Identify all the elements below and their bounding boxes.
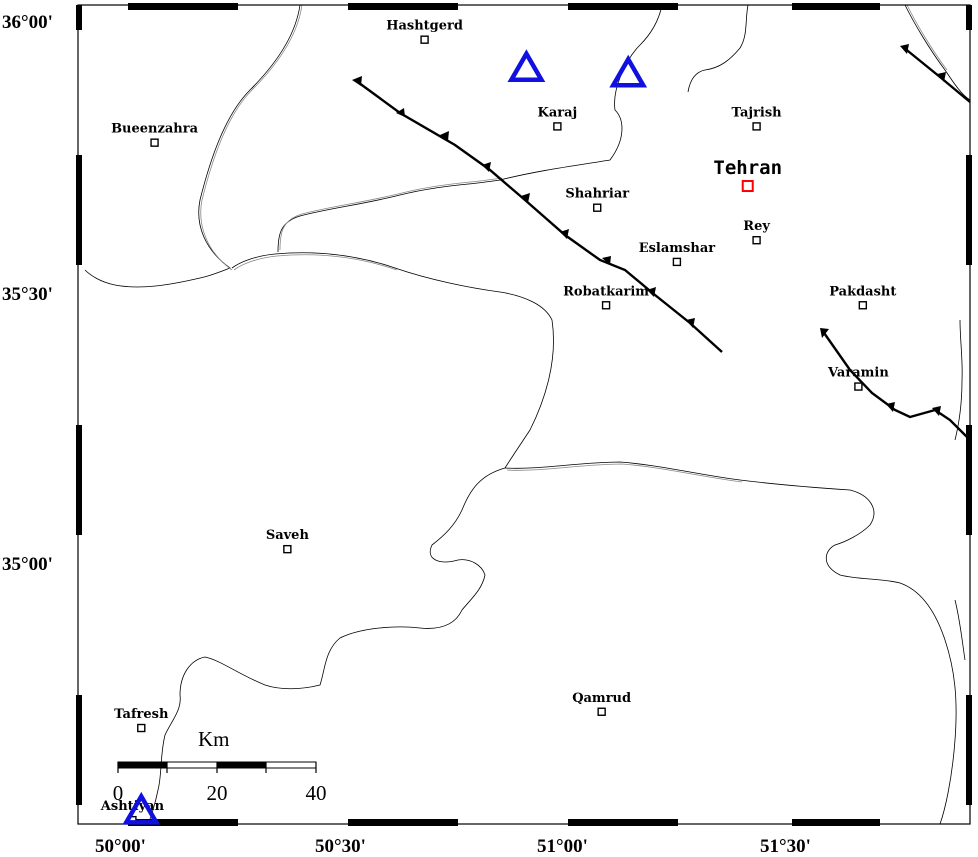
lat-label-35-00: 35°00' [2,554,53,575]
city-marker [420,35,429,44]
city-label: Hashtgerd [386,19,463,34]
scale-bar: Km 0 20 40 [113,727,327,805]
lon-label-50-00: 50°00' [95,836,146,857]
city-shahriar: Shahriar [565,187,629,212]
city-tafresh: Tafresh [114,707,169,733]
city-label: Tafresh [114,707,169,722]
station-triangle-icon [609,54,648,88]
city-tajrish: Tajrish [732,105,783,131]
city-label: Saveh [266,528,310,543]
city-eslamshar: Eslamshar [639,241,716,267]
city-bueenzahra: Bueenzahra [111,122,199,147]
city-label: Varamin [827,366,889,381]
city-marker [137,723,146,733]
city-marker [601,301,611,310]
city-varamin: Varamin [827,366,889,391]
scale-bar-title: Km [198,727,230,751]
province-boundaries [84,4,971,825]
city-marker [593,203,602,212]
city-label: Shahriar [565,187,629,202]
capital-label: Tehran [713,157,782,179]
city-karaj: Karaj [538,105,578,131]
station-triangle-icon [507,49,546,83]
map-frame [76,3,972,826]
lon-label-51-00: 51°00' [537,836,588,857]
city-marker [553,122,562,131]
city-hashtgerd: Hashtgerd [386,19,463,44]
station-markers [122,49,648,825]
city-label: Pakdasht [829,284,896,299]
capital-square [741,180,754,193]
lon-label-50-30: 50°30' [315,836,366,857]
latitude-labels: 36°00' 35°30' 35°00' [2,12,53,575]
longitude-labels: 50°00' 50°30' 51°00' 51°30' [95,836,811,857]
lat-label-36-00: 36°00' [2,12,53,33]
city-label: Tajrish [732,105,783,120]
city-label: Qamrud [572,691,631,706]
capital-marker: Tehran [713,157,782,193]
scale-tick-0: 0 [113,781,124,805]
city-qamrud: Qamrud [572,691,631,716]
scale-tick-20: 20 [207,781,228,805]
city-label: Robatkarim [563,284,649,299]
city-label: Karaj [538,105,578,120]
city-marker [672,257,682,267]
station-triangle-icon [122,791,161,825]
city-marker [752,122,761,131]
city-rey: Rey [743,219,770,245]
city-label: Eslamshar [639,241,716,256]
city-label: Bueenzahra [111,122,199,137]
fault-lines [352,44,971,441]
city-saveh: Saveh [266,528,310,554]
city-pakdasht: Pakdasht [829,284,896,310]
city-marker [597,707,606,716]
lat-label-35-30: 35°30' [2,284,53,305]
city-marker [752,236,761,245]
scale-tick-40: 40 [306,781,327,805]
city-marker [854,382,863,391]
city-label: Rey [743,219,770,234]
city-marker [858,301,868,310]
city-robatkarim: Robatkarim [563,284,649,310]
city-marker [283,544,292,554]
lon-label-51-30: 51°30' [760,836,811,857]
city-marker [150,138,159,147]
